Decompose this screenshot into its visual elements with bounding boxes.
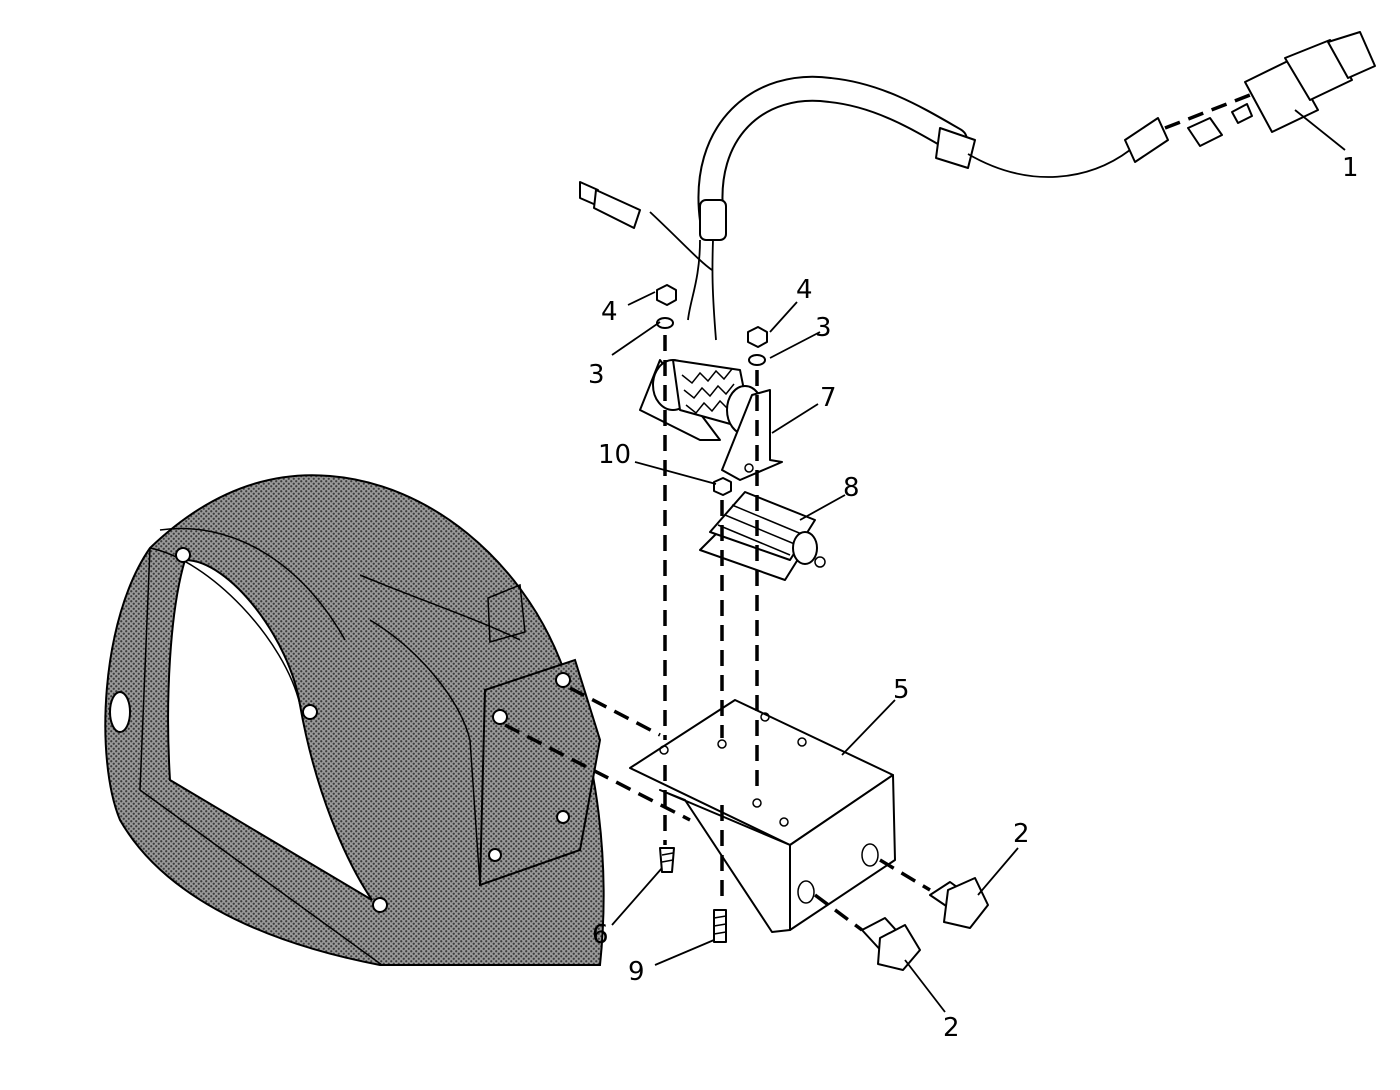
callout-4-left: 4 (601, 297, 618, 327)
callout-10: 10 (598, 440, 631, 470)
callout-4-right: 4 (796, 275, 813, 305)
sensor-cable (579, 31, 1376, 341)
callout-5: 5 (893, 675, 910, 705)
callouts: 1 2 2 3 3 4 4 5 6 7 8 9 10 (588, 153, 1359, 1043)
callout-9: 9 (628, 957, 645, 987)
mounting-bracket (629, 699, 896, 933)
coil-assembly (639, 359, 783, 481)
callout-7: 7 (820, 383, 837, 413)
alignment-lines (504, 335, 931, 932)
callout-2-upper: 2 (1013, 819, 1030, 849)
hardware (656, 284, 989, 971)
callout-8: 8 (843, 473, 860, 503)
callout-2-lower: 2 (943, 1013, 960, 1043)
callout-3-left: 3 (588, 360, 605, 390)
callout-6: 6 (592, 920, 609, 950)
leader-lines (611, 109, 1346, 1013)
resistor (699, 491, 826, 581)
housing-structure (104, 474, 605, 966)
callout-1: 1 (1342, 153, 1359, 183)
callout-3-right: 3 (815, 313, 832, 343)
